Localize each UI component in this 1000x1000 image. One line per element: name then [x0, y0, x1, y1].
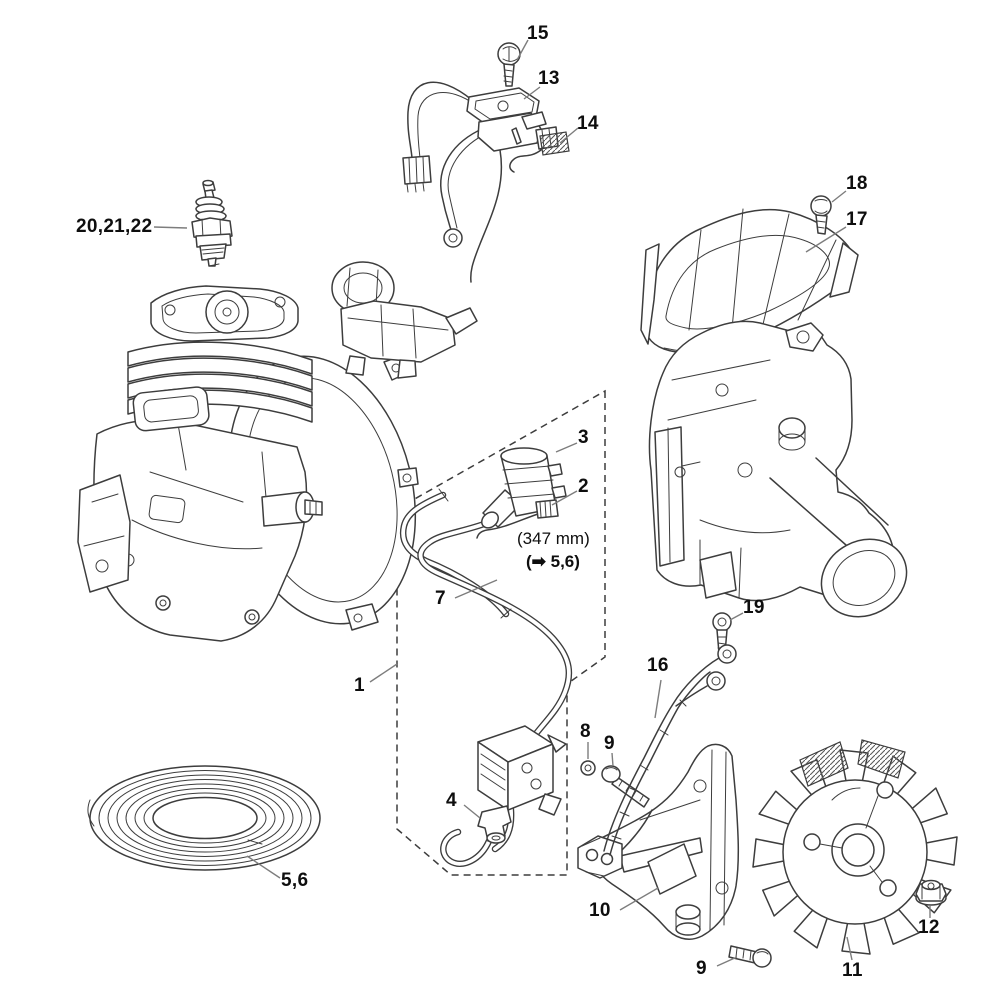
engine-assembly-drawing	[77, 285, 419, 642]
callout-4: 4	[446, 790, 457, 811]
callout-17: 17	[846, 209, 868, 230]
leader-lines	[153, 39, 931, 967]
callout-10: 10	[589, 900, 611, 921]
nut-12-drawing	[915, 879, 947, 906]
length-annotation: (347 mm)	[517, 529, 590, 548]
reference-annotation: (➡ 5,6)	[526, 552, 580, 571]
screw-18-drawing	[810, 195, 832, 235]
spark-plug-drawing	[191, 179, 233, 267]
callout-8: 8	[580, 721, 591, 742]
washer-8-drawing	[580, 760, 596, 776]
ignition-switch-13-drawing	[402, 81, 559, 283]
callout-20-21-22: 20,21,22	[76, 216, 153, 237]
callout-1: 1	[354, 675, 365, 696]
connector-14-drawing	[509, 127, 570, 173]
screw-9-upper-drawing	[601, 765, 650, 808]
callout-19: 19	[743, 597, 765, 618]
screw-19-drawing	[712, 612, 732, 654]
ground-wire-16-drawing	[603, 644, 737, 856]
crankcase-drawing	[648, 320, 908, 618]
callout-3: 3	[578, 427, 589, 448]
callout-18: 18	[846, 173, 868, 194]
callout-13: 13	[538, 68, 560, 89]
carrier-bracket-drawing	[331, 261, 478, 379]
callout-15: 15	[527, 23, 549, 44]
callout-5-6: 5,6	[281, 870, 309, 891]
callout-12: 12	[918, 917, 940, 938]
callout-14: 14	[577, 113, 599, 134]
mounting-plate-10-drawing	[577, 743, 740, 940]
screw-9-lower-drawing	[728, 945, 772, 968]
ignition-module-4-drawing	[477, 725, 567, 844]
plug-wire-coil-5-6-drawing	[87, 765, 321, 871]
callout-11: 11	[842, 960, 863, 981]
callout-9-lower: 9	[696, 958, 707, 979]
callout-9-upper: 9	[604, 733, 615, 754]
spark-plug-boot-3-drawing	[481, 447, 567, 529]
flywheel-11-drawing	[752, 739, 958, 955]
callout-7: 7	[435, 588, 446, 609]
screw-15-drawing	[497, 42, 521, 87]
callout-2: 2	[578, 476, 589, 497]
callout-16: 16	[647, 655, 669, 676]
